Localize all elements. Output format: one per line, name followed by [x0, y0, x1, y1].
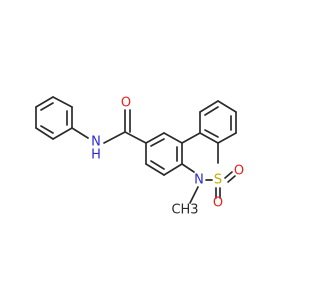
bond — [35, 127, 54, 140]
bond — [181, 163, 195, 173]
molecule-structure-diagram: O N H N S O O CH3 — [35, 96, 244, 218]
bond-inner — [204, 106, 219, 116]
bond — [217, 100, 237, 113]
ring-nitrogen-label: N — [194, 173, 204, 188]
amide-nitrogen-label: N — [91, 135, 101, 150]
amide-hydrogen-label: H — [91, 148, 101, 163]
sulfonyl-oxygen-label: O — [213, 196, 223, 211]
sulfonyl-oxygen-label: O — [234, 164, 244, 179]
phenyl-ring — [35, 96, 73, 140]
bond-inner — [40, 125, 54, 134]
bond — [35, 96, 54, 108]
bond — [199, 100, 219, 113]
bond — [124, 131, 147, 144]
methyl-label: CH3 — [171, 203, 198, 218]
bond — [163, 132, 183, 144]
amide-oxygen-label: O — [121, 96, 131, 111]
bond — [227, 175, 236, 183]
bond — [52, 96, 73, 108]
bond-inner — [150, 138, 165, 147]
bond — [189, 186, 199, 204]
right-benzene-ring — [199, 100, 237, 144]
bond — [52, 127, 73, 140]
bond-inner — [150, 160, 165, 170]
bond — [181, 132, 201, 144]
sulfur-label: S — [214, 173, 222, 188]
bond — [224, 171, 233, 179]
bond-inner — [40, 102, 54, 111]
bond — [217, 132, 237, 144]
bond — [71, 127, 89, 139]
bond — [103, 131, 126, 144]
bond — [145, 132, 165, 144]
bond — [145, 163, 165, 176]
bond-inner — [204, 129, 219, 138]
bond — [163, 163, 183, 176]
bond — [199, 132, 219, 144]
central-benzene-ring — [145, 132, 183, 176]
